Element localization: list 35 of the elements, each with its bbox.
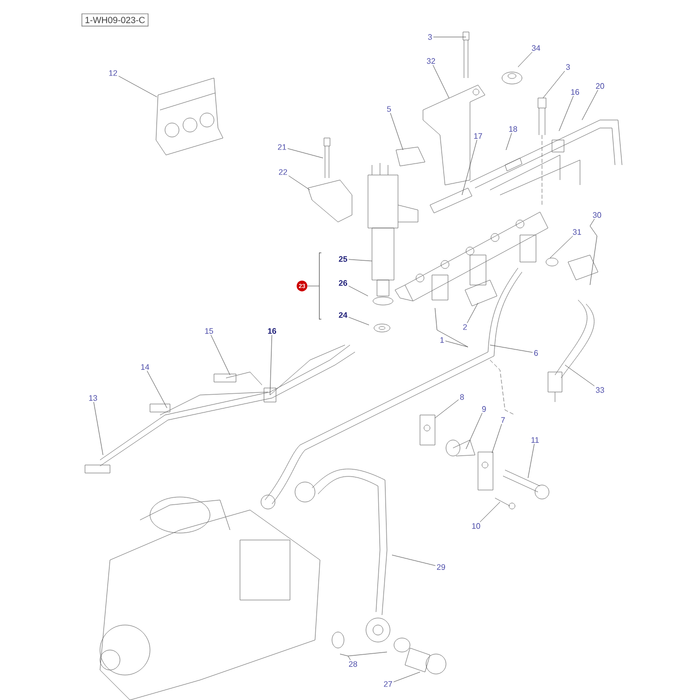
- leader-line: [434, 308, 468, 348]
- leader-line: [564, 364, 595, 386]
- reference-box: 1-WH09-023-C: [82, 13, 148, 26]
- leader-line: [348, 316, 370, 326]
- leader-line: [528, 444, 535, 478]
- leader-line: [518, 52, 532, 68]
- leader-line: [390, 112, 404, 150]
- leader-line: [462, 140, 478, 196]
- leader-line: [590, 218, 598, 286]
- leader-line: [348, 286, 368, 296]
- leader-line: [118, 76, 158, 98]
- leader-line: [480, 502, 500, 522]
- leader-line: [93, 402, 104, 456]
- bracket: [319, 252, 322, 320]
- leader-line: [558, 96, 574, 132]
- leader-line: [434, 399, 459, 418]
- leader-line: [146, 370, 168, 408]
- leader-line: [392, 554, 436, 566]
- leader-line: [542, 70, 566, 98]
- leader-line: [348, 259, 372, 262]
- leader-line: [582, 90, 598, 120]
- leader-line: [288, 176, 310, 190]
- leader-line: [550, 236, 574, 258]
- leader-line: [270, 334, 272, 396]
- leader-line: [492, 424, 502, 454]
- leader-line: [340, 652, 388, 660]
- leader-line: [506, 132, 512, 150]
- leader-line: [433, 36, 466, 38]
- leader-line: [393, 672, 420, 682]
- leader-line: [466, 302, 478, 324]
- leader-line: [490, 344, 533, 353]
- leader-line: [210, 334, 230, 376]
- leader-line: [466, 412, 482, 450]
- leader-line: [287, 148, 324, 158]
- leader-line: [432, 64, 450, 98]
